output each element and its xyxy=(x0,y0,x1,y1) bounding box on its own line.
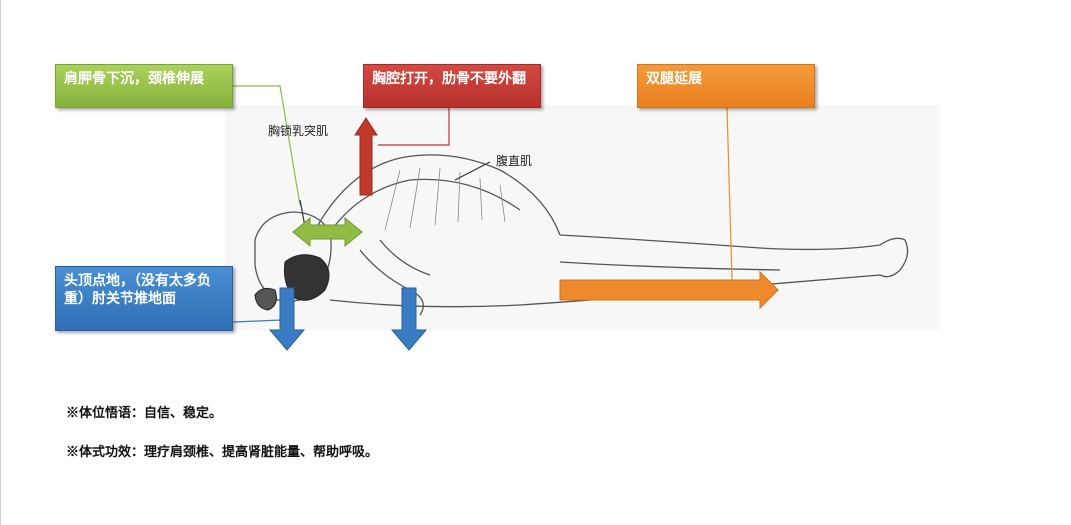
shoulder-connector xyxy=(233,85,301,206)
rectus-label: 腹直肌 xyxy=(496,154,533,168)
legs-outline xyxy=(559,234,909,278)
legs-extend-arrow xyxy=(559,270,779,310)
leg-seam xyxy=(559,261,781,271)
shoulder-arrow xyxy=(292,216,363,248)
scm-label: 胸锁乳突肌 xyxy=(268,124,329,138)
chest-connector xyxy=(378,108,450,146)
forearm-line xyxy=(379,239,431,276)
ribcage-line xyxy=(329,178,521,233)
shoulder-callout: 肩胛骨下沉，颈椎伸展 xyxy=(55,64,233,108)
connector-lines xyxy=(232,85,733,323)
rectus-pointer xyxy=(454,161,491,181)
head-connector xyxy=(232,319,283,323)
frame-edge xyxy=(0,0,1,525)
legs-connector xyxy=(726,107,733,281)
head-down-arrow xyxy=(268,287,306,351)
torso-arch xyxy=(317,154,561,236)
mind-note: ※体位悟语：自信、稳定。 xyxy=(66,406,223,421)
elbow-down-arrow xyxy=(390,287,428,351)
head-callout: 头顶点地，（没有太多负重）肘关节推地面 xyxy=(55,266,233,331)
chest-up-arrow xyxy=(354,117,378,196)
legs-callout: 双腿延展 xyxy=(637,64,815,108)
chest-callout: 胸腔打开，肋骨不要外翻 xyxy=(363,64,541,108)
muscle-hatch xyxy=(384,167,506,231)
benefit-note: ※体式功效：理疗肩颈椎、提高肾脏能量、帮助呼吸。 xyxy=(66,445,379,460)
